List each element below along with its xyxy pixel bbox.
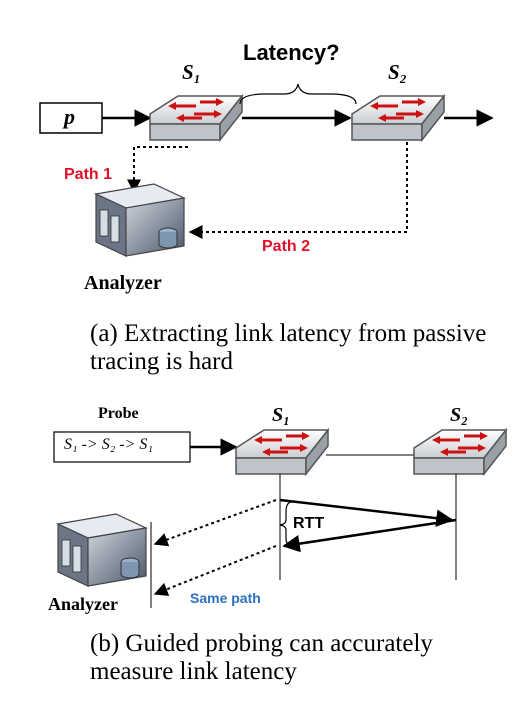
analyzer-server-icon: [95, 183, 185, 257]
diagram-a: [39, 83, 494, 257]
switch-1-b-label: S₁: [272, 404, 291, 426]
latency-label: Latency?: [243, 40, 340, 65]
latency-brace: [239, 83, 357, 105]
switch-2-icon: [350, 94, 446, 142]
path-1-line: [127, 146, 188, 194]
rtt-brace: [279, 501, 293, 547]
switch-2-label: S₂: [388, 60, 408, 84]
diagram-b: [53, 428, 508, 608]
path-2-line: [188, 142, 408, 239]
path-2-label: Path 2: [262, 238, 311, 255]
report-2-arrow: [153, 545, 277, 596]
analyzer-b-server-icon: [57, 513, 147, 587]
caption-b: (b) Guided probing can accurately measur…: [90, 630, 433, 685]
analyzer-b-label: Analyzer: [48, 594, 118, 614]
switch-2-b-label: S₂: [450, 404, 469, 426]
probe-route-label: S₁ -> S₂ -> S₁: [64, 436, 153, 453]
path-1-label: Path 1: [64, 166, 113, 183]
probe-forward-arrow: [279, 498, 454, 527]
switch-1-icon: [148, 94, 244, 142]
switch-1-label: S₁: [182, 60, 202, 84]
switch-2-b-icon: [412, 428, 508, 476]
caption-a: (a) Extracting link latency from passive…: [90, 320, 487, 375]
same-path-label: Same path: [190, 590, 261, 606]
analyzer-label: Analyzer: [84, 272, 162, 294]
switch-1-b-icon: [234, 428, 330, 476]
probe-label: Probe: [98, 405, 139, 422]
probe-return-arrow: [282, 518, 457, 553]
packet-box: [39, 102, 103, 134]
rtt-label: RTT: [293, 515, 325, 532]
report-1-arrow: [153, 499, 277, 547]
packet-label: p: [64, 104, 75, 129]
